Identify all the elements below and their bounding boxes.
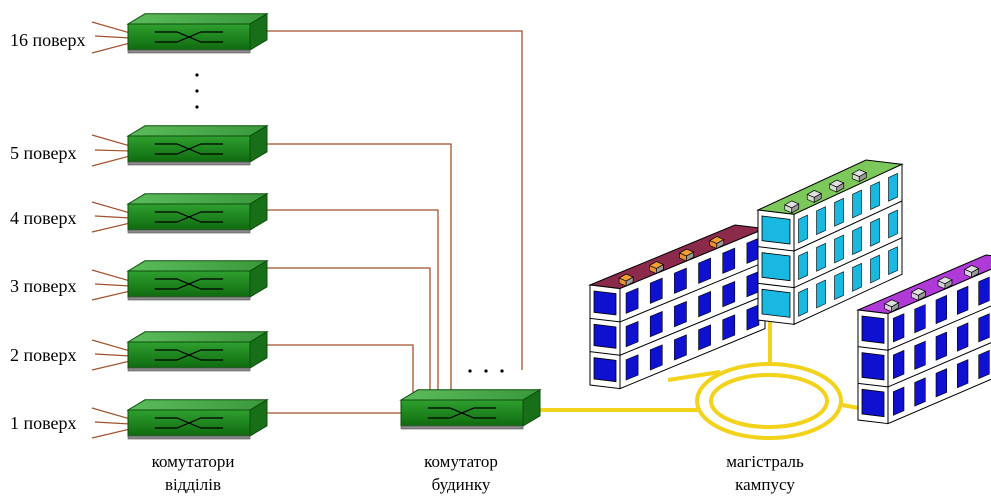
- floor-label-1: 1 поверх: [10, 413, 77, 433]
- building-3: [856, 254, 991, 425]
- switch-floor-1: [126, 398, 269, 440]
- cable-16: [265, 30, 523, 370]
- caption-campus-backbone-1: магістраль: [726, 452, 804, 471]
- cable-4: [265, 209, 439, 395]
- floor-label-16: 16 поверх: [10, 30, 86, 50]
- caption-dept-switches-1: комутатори: [152, 452, 235, 471]
- switch-crossover-icon: [154, 31, 224, 43]
- switch-floor-3: [126, 259, 269, 301]
- caption-dept-switches-2: відділів: [165, 475, 221, 494]
- uplink-cables: [265, 30, 523, 414]
- switch-crossover-icon: [154, 349, 224, 361]
- caption-building-switch-2: будинку: [432, 475, 491, 494]
- cable-5: [265, 143, 452, 395]
- switch-building: [399, 388, 542, 430]
- floor-label-3: 3 поверх: [10, 276, 77, 296]
- ellipsis-horizontal: [468, 369, 504, 373]
- switch-crossover-icon: [154, 417, 224, 429]
- floor-labels: 16 поверх 5 поверх 4 поверх 3 поверх 2 п…: [10, 30, 86, 433]
- ellipsis-vertical: [195, 73, 199, 109]
- floor-label-4: 4 поверх: [10, 208, 77, 228]
- switch-floor-16: [126, 12, 269, 54]
- caption-campus-backbone-2: кампусу: [735, 475, 795, 494]
- switch-crossover-icon: [154, 143, 224, 155]
- captions: комутатори відділів комутатор будинку ма…: [152, 452, 804, 494]
- floor-label-5: 5 поверх: [10, 143, 77, 163]
- department-switches: [126, 12, 269, 440]
- switch-floor-5: [126, 124, 269, 166]
- cable-2: [265, 344, 414, 393]
- caption-building-switch-1: комутатор: [424, 452, 498, 471]
- building-2: [756, 159, 904, 326]
- backbone-ring-inner: [709, 373, 829, 429]
- floor-label-2: 2 поверх: [10, 345, 77, 365]
- backbone-ring-outer: [695, 362, 843, 440]
- switch-crossover-icon: [154, 211, 224, 223]
- building-1: [588, 224, 767, 390]
- switch-crossover-icon: [154, 278, 224, 290]
- building-switch: [399, 388, 542, 430]
- campus-backbone: [538, 315, 871, 440]
- backbone-link-building1: [667, 370, 721, 382]
- cable-3: [265, 267, 431, 395]
- endpoint-wires: [91, 21, 131, 439]
- switch-floor-4: [126, 192, 269, 234]
- switch-floor-2: [126, 330, 269, 372]
- switch-crossover-icon: [427, 407, 497, 419]
